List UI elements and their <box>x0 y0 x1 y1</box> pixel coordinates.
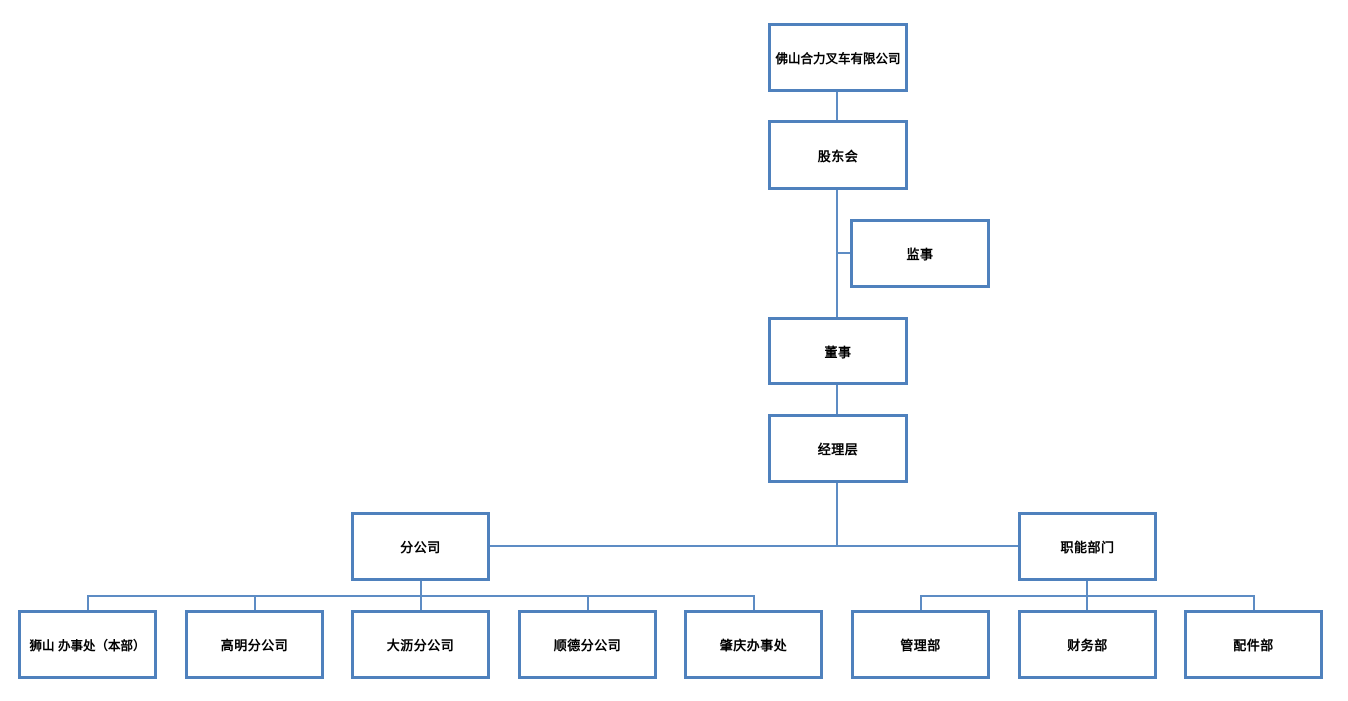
connector-midlevel-horizontal <box>490 545 1018 547</box>
org-node-director: 董事 <box>768 317 908 385</box>
connector-stub-shunde <box>587 595 589 610</box>
org-node-gaoming-branch-label: 高明分公司 <box>220 638 289 653</box>
org-node-management: 经理层 <box>768 414 908 483</box>
org-node-dali-branch-label: 大沥分公司 <box>386 638 455 653</box>
org-node-shunde-branch-label: 顺德分公司 <box>553 638 622 653</box>
org-node-branches: 分公司 <box>351 512 490 581</box>
connector-stub-zhaoqing <box>753 595 755 610</box>
org-node-supervisor: 监事 <box>850 219 990 288</box>
connector-stub-dali <box>420 595 422 610</box>
connector-stub-gaoming <box>254 595 256 610</box>
org-node-shareholders-label: 股东会 <box>817 148 859 164</box>
org-node-director-label: 董事 <box>824 344 852 360</box>
connector-stub-parts-dept <box>1253 595 1255 610</box>
org-node-functional-departments: 职能部门 <box>1018 512 1157 581</box>
connector-stub-finance-dept <box>1086 595 1088 610</box>
connector-branches-drop <box>420 581 422 596</box>
org-node-supervisor-label: 监事 <box>906 247 934 262</box>
org-node-shunde-branch: 顺德分公司 <box>518 610 657 679</box>
connector-company-to-shareholders <box>836 92 838 120</box>
connector-functional-drop <box>1086 581 1088 596</box>
connector-shareholders-to-director <box>836 190 838 317</box>
connector-management-drop <box>836 483 838 545</box>
connector-director-to-management <box>836 385 838 414</box>
org-node-management-dept: 管理部 <box>851 610 990 679</box>
org-node-finance-dept-label: 财务部 <box>1067 638 1108 653</box>
org-node-company-label: 佛山合力叉车有限公司 <box>775 52 901 66</box>
org-node-company: 佛山合力叉车有限公司 <box>768 23 908 92</box>
org-node-management-dept-label: 管理部 <box>900 638 941 653</box>
org-node-zhaoqing-office: 肇庆办事处 <box>684 610 823 679</box>
org-node-zhaoqing-office-label: 肇庆办事处 <box>719 638 788 653</box>
connector-stub-management-dept <box>920 595 922 610</box>
org-node-shishan-office-label: 狮山 办事处（本部） <box>29 639 146 653</box>
org-node-management-label: 经理层 <box>817 442 859 457</box>
org-node-finance-dept: 财务部 <box>1018 610 1157 679</box>
org-node-branches-label: 分公司 <box>400 540 441 555</box>
org-node-gaoming-branch: 高明分公司 <box>185 610 324 679</box>
org-node-parts-dept-label: 配件部 <box>1233 638 1274 653</box>
org-node-functional-departments-label: 职能部门 <box>1060 540 1115 555</box>
connector-stub-supervisor <box>838 252 850 254</box>
connector-stub-shishan <box>87 595 89 610</box>
org-node-shareholders: 股东会 <box>768 120 908 190</box>
org-node-parts-dept: 配件部 <box>1184 610 1323 679</box>
org-node-dali-branch: 大沥分公司 <box>351 610 490 679</box>
org-node-shishan-office: 狮山 办事处（本部） <box>18 610 157 679</box>
